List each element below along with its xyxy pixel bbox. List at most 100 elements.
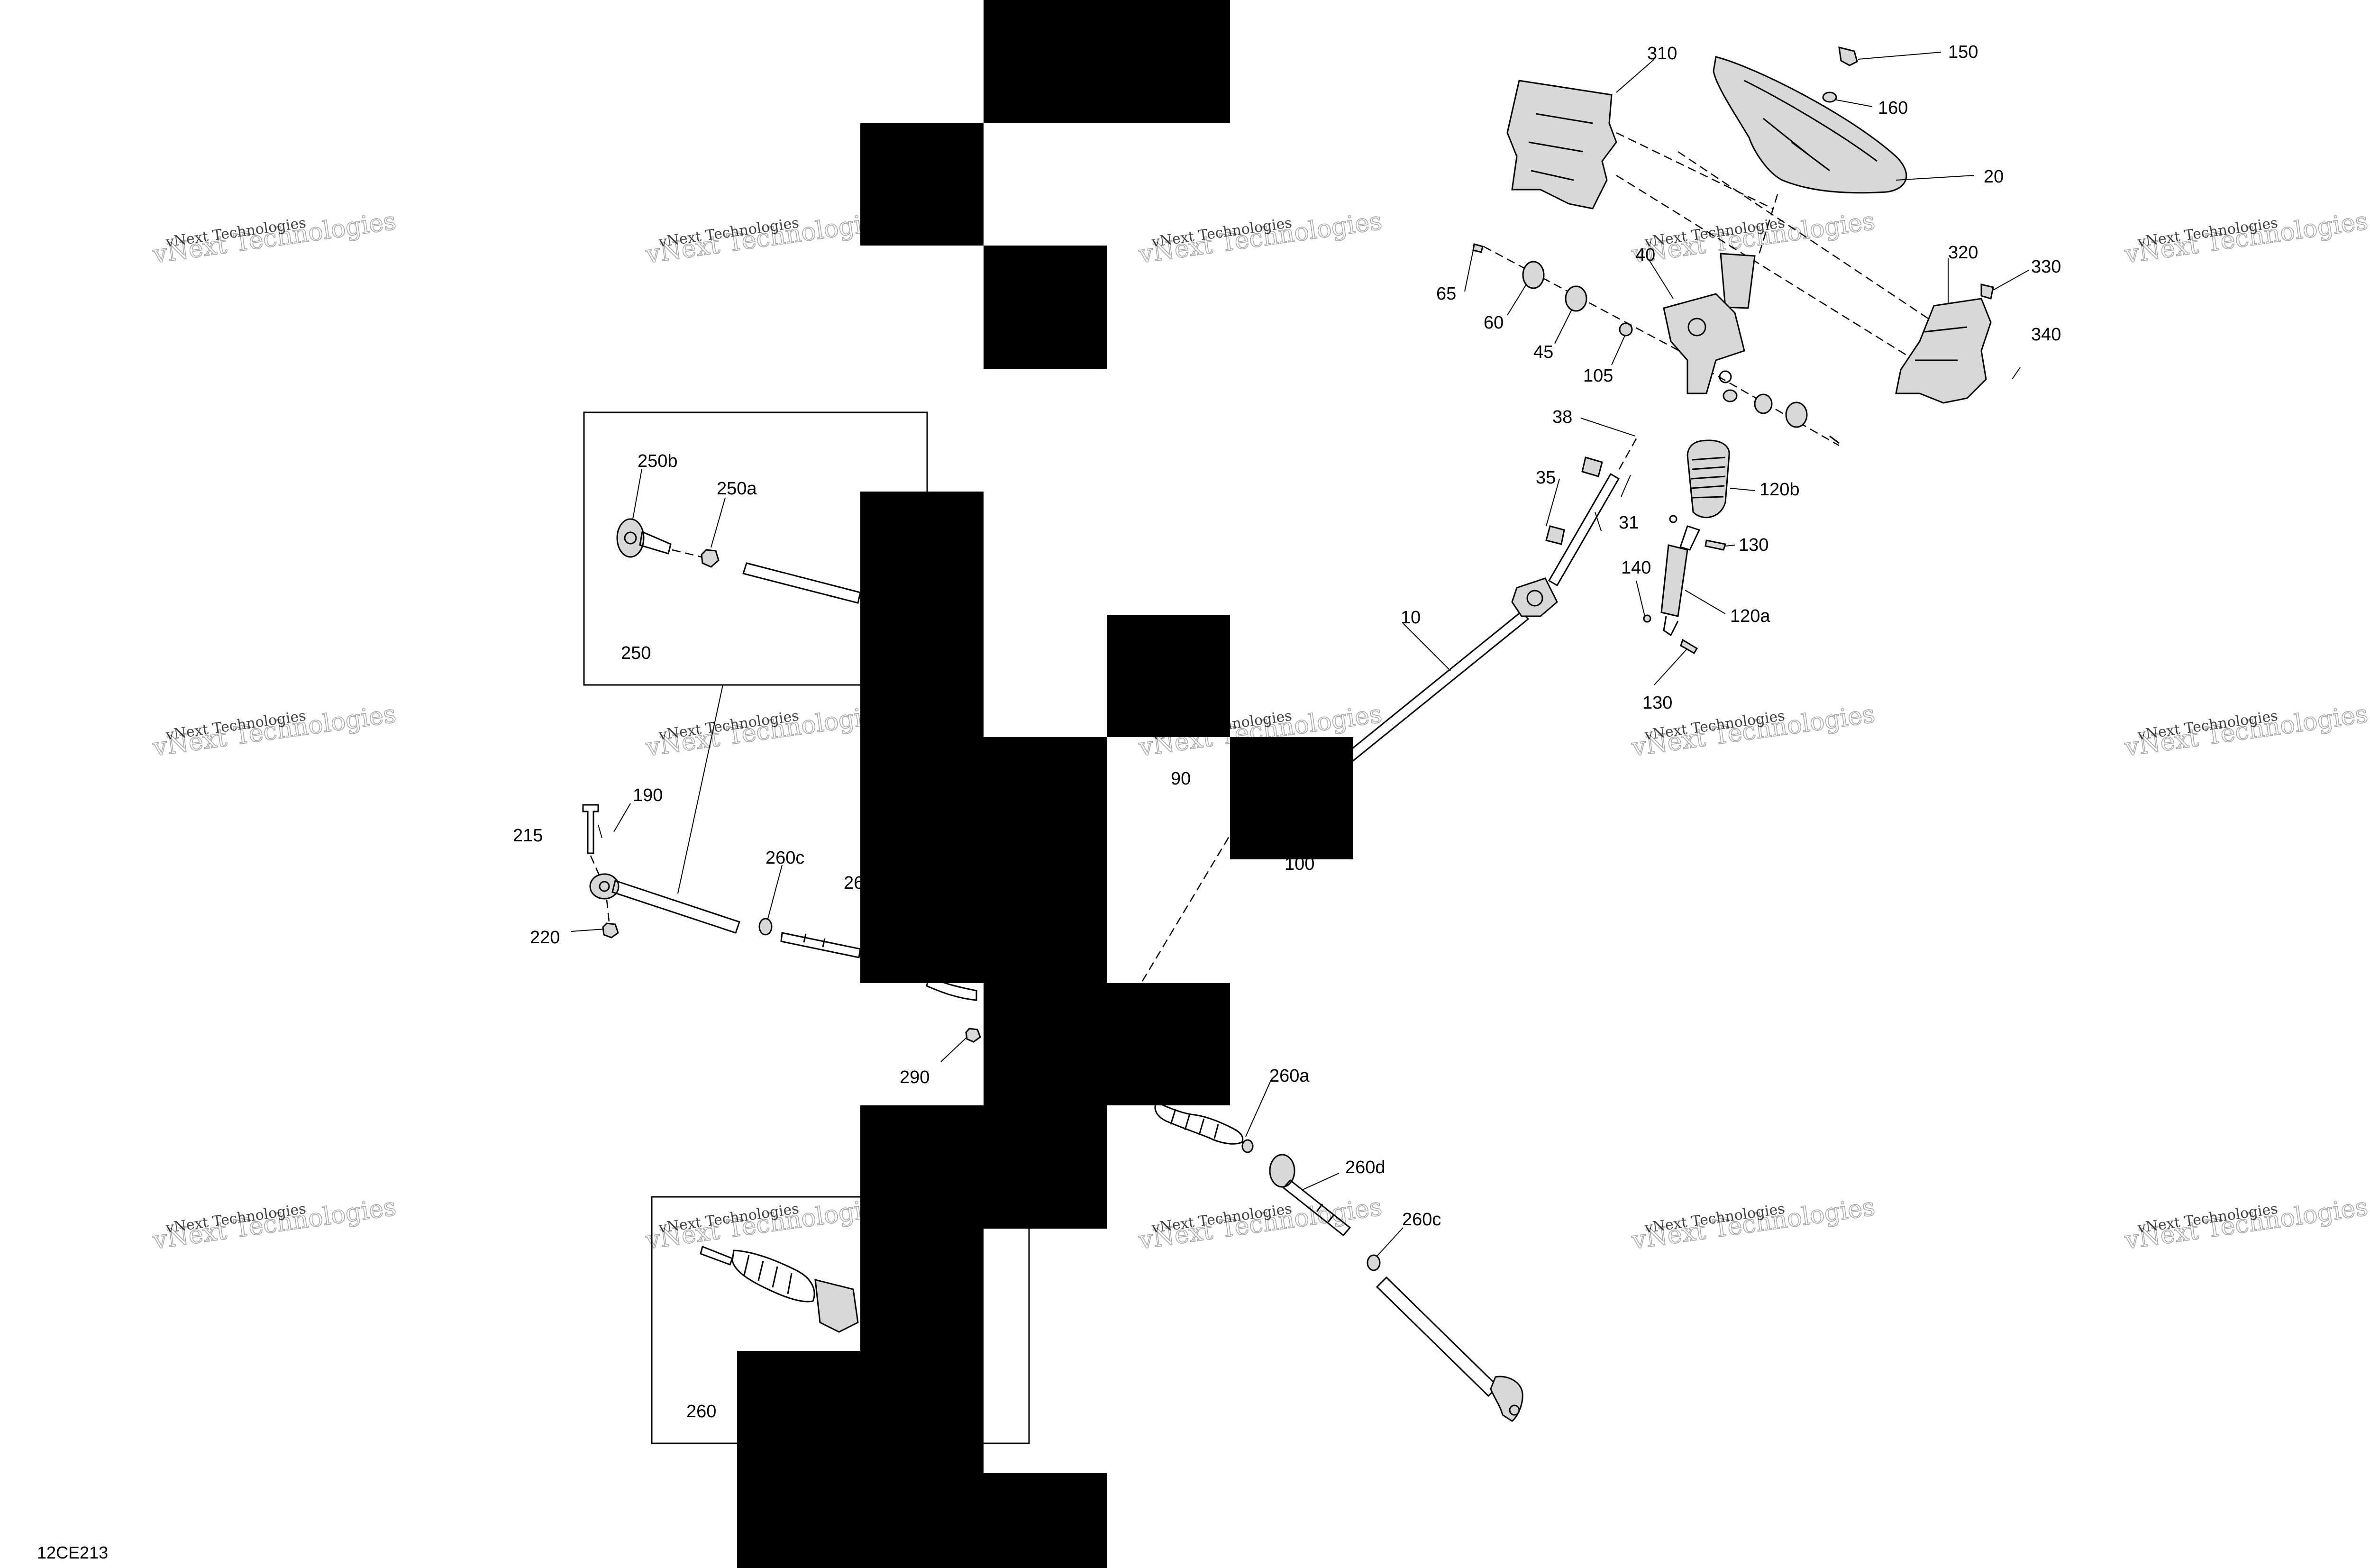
- tie-rod-end-detail: [616, 518, 861, 604]
- callout-60: 60: [1484, 313, 1504, 333]
- redaction-block: [984, 246, 1107, 369]
- callout-250a: 250a: [717, 479, 757, 499]
- column-tube: [1720, 253, 1756, 309]
- redaction-block: [737, 1351, 984, 1568]
- callout-38: 38: [1552, 407, 1572, 427]
- bellows-right: [1154, 1101, 1244, 1145]
- callout-90: 90: [1171, 769, 1191, 789]
- nut-105: [1619, 322, 1633, 337]
- callout-140: 140: [1621, 558, 1651, 578]
- redaction-block: [1107, 983, 1230, 1105]
- callout-310: 310: [1647, 44, 1677, 64]
- rack-housing-detail: [814, 1279, 859, 1333]
- tie-rod-end-250b: [616, 518, 645, 558]
- callout-330: 330: [2031, 257, 2061, 277]
- spacer-45: [1565, 285, 1587, 312]
- callout-250: 250: [621, 643, 651, 663]
- callout-65: 65: [1436, 284, 1456, 304]
- jam-nut-250a: [701, 549, 720, 568]
- clip-330: [1980, 283, 1994, 300]
- watermark-layer: vNext Technologies vNext Technologies vN…: [151, 207, 2370, 1256]
- callout-320: 320: [1948, 243, 1978, 263]
- tie-rod-end-left: [589, 873, 620, 900]
- damper-120a: [1660, 544, 1688, 617]
- bushing-35: [1581, 456, 1603, 477]
- outer-tie-rod-right: [1376, 1276, 1499, 1397]
- callout-260: 260: [686, 1402, 716, 1422]
- callout-260a: 260a: [1269, 1066, 1310, 1086]
- bolt-130-upper: [1705, 539, 1726, 551]
- callout-220: 220: [530, 928, 560, 948]
- callout-290: 290: [900, 1067, 930, 1087]
- left-tie-rod-assembly: [582, 804, 981, 1062]
- callout-130-lower: 130: [1642, 693, 1672, 713]
- callout-150: 150: [1948, 42, 1978, 62]
- steering-rack-detail: [700, 1245, 859, 1333]
- redaction-block: [984, 1473, 1107, 1568]
- callout-45: 45: [1533, 342, 1553, 362]
- nut-220: [602, 922, 619, 939]
- callout-leaders: [571, 52, 2029, 1257]
- cap-150: [1838, 46, 1858, 66]
- callout-160: 160: [1878, 98, 1908, 118]
- clamp-260a: [1241, 1139, 1254, 1153]
- redaction-block: [860, 1105, 984, 1228]
- redaction-block: [1230, 737, 1353, 859]
- cover-310: [1506, 80, 1617, 210]
- watermark: vNext Technologies vNext Technologies: [2123, 207, 2370, 270]
- washer-140: [1643, 614, 1651, 623]
- redaction-block: [860, 123, 984, 246]
- jam-nut-260c-left: [758, 918, 773, 936]
- watermark: vNext Technologies vNext Technologies: [2123, 700, 2370, 763]
- redaction-blocks: [737, 0, 1353, 1568]
- callout-40: 40: [1635, 245, 1655, 265]
- callout-120a: 120a: [1730, 606, 1770, 626]
- callout-105: 105: [1583, 366, 1613, 386]
- steering-wheel-20: [1713, 56, 1907, 194]
- callout-260c-right: 260c: [1402, 1210, 1441, 1230]
- panel-320: [1895, 298, 1992, 404]
- tie-rod-shaft: [742, 562, 861, 604]
- watermark: vNext Technologies vNext Technologies: [644, 1193, 891, 1256]
- washer-60: [1522, 261, 1545, 289]
- callout-340: 340: [2031, 325, 2061, 345]
- u-joint-lower: [1511, 577, 1558, 617]
- watermark: vNext Technologies vNext Technologies: [151, 700, 398, 763]
- bolt-215: [582, 804, 599, 854]
- nut-290: [965, 1028, 981, 1043]
- callout-labels: 310 150 160 20 320 330 340 40 65 60 45 1…: [513, 42, 2061, 1422]
- callout-10: 10: [1401, 608, 1421, 628]
- steering-column-upper: [1472, 46, 2021, 655]
- assembly-centerlines: [1141, 132, 1934, 982]
- callout-190: 190: [633, 785, 663, 805]
- callout-130-upper: 130: [1739, 535, 1768, 555]
- redaction-block: [1107, 615, 1230, 737]
- watermark: vNext Technologies vNext Technologies: [151, 1193, 398, 1256]
- callout-120b: 120b: [1759, 480, 1800, 500]
- watermark: vNext Technologies vNext Technologies: [644, 207, 891, 270]
- redaction-block: [860, 1228, 984, 1351]
- callout-215: 215: [513, 826, 543, 846]
- callout-20: 20: [1984, 167, 2004, 187]
- figure-reference: 12CE213: [37, 1543, 108, 1562]
- inset-250-pointer-line: [677, 684, 723, 894]
- callout-31: 31: [1619, 513, 1639, 533]
- jam-nut-260c-right: [1367, 1254, 1381, 1271]
- watermark: vNext Technologies vNext Technologies: [1137, 1193, 1384, 1256]
- watermark: vNext Technologies vNext Technologies: [151, 207, 398, 270]
- watermark: vNext Technologies vNext Technologies: [1630, 1193, 1877, 1256]
- watermark: vNext Technologies vNext Technologies: [2123, 1193, 2370, 1256]
- intermediate-shaft-10: [1321, 610, 1530, 782]
- callout-260d: 260d: [1345, 1158, 1386, 1177]
- callout-35: 35: [1536, 468, 1556, 488]
- right-tie-rod-assembly: [1154, 1101, 1523, 1422]
- bolt-65: [1472, 243, 1484, 253]
- bushing-upper: [1545, 525, 1565, 545]
- nut-bracket-right: [1754, 393, 1773, 414]
- callout-260c-left: 260c: [766, 848, 804, 868]
- redaction-block: [984, 0, 1230, 123]
- callout-250b: 250b: [638, 451, 678, 471]
- bellows-detail: [731, 1249, 815, 1303]
- inner-tie-rod-ball-260d: [1269, 1154, 1295, 1188]
- redaction-block: [860, 492, 984, 983]
